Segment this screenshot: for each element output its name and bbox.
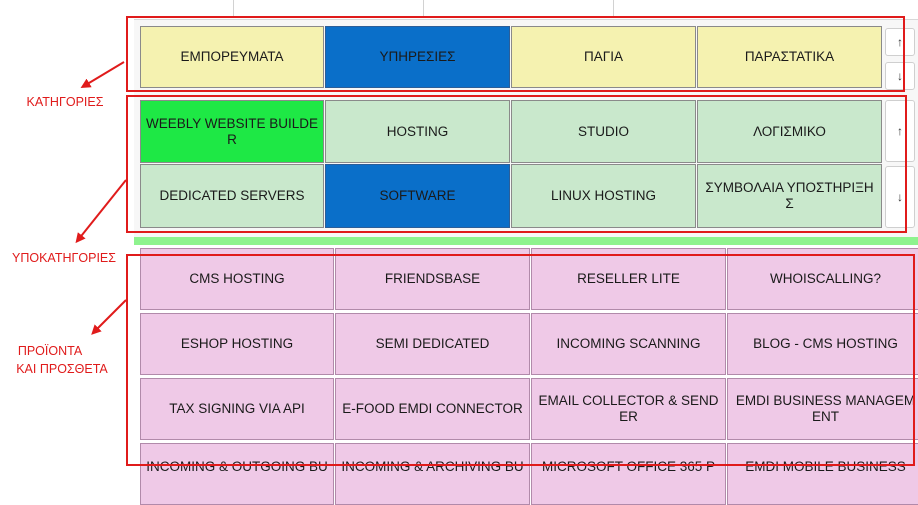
product-tile[interactable]: EMDI BUSINESS MANAGEMENT — [727, 378, 918, 440]
subcategory-tile-highlighted[interactable]: WEEBLY WEBSITE BUILDER — [140, 100, 324, 163]
annotation-arrows — [75, 61, 127, 335]
products-annotation-label-line1: ΠΡΟΪΟΝΤΑ — [17, 344, 83, 358]
product-tile[interactable]: EMAIL COLLECTOR & SENDER — [531, 378, 726, 440]
categories-arrow — [80, 61, 125, 89]
arrow-up-icon: ↑ — [897, 124, 903, 138]
categories-scroll-down-button[interactable]: ↓ — [885, 62, 915, 90]
product-tile[interactable]: E-FOOD EMDI CONNECTOR — [335, 378, 530, 440]
subcategories-annotation-label: ΥΠΟΚΑΤΗΓΟΡΙΕΣ — [12, 251, 116, 265]
arrow-up-icon: ↑ — [897, 35, 903, 49]
subcategory-tile[interactable]: LINUX HOSTING — [511, 164, 696, 228]
product-tile[interactable]: FRIENDSBASE — [335, 248, 530, 310]
products-arrow — [91, 299, 127, 335]
arrow-down-icon: ↓ — [897, 190, 903, 204]
subcategories-scroll-up-button[interactable]: ↑ — [885, 100, 915, 162]
products-annotation-label-line2: ΚΑΙ ΠΡΟΣΘΕΤΑ — [16, 362, 108, 376]
subcategory-tile[interactable]: ΣΥΜΒΟΛΑΙΑ ΥΠΟΣΤΗΡΙΞΗΣ — [697, 164, 882, 228]
top-toolbar-strip — [134, 0, 918, 20]
product-tile[interactable]: WHOISCALLING? — [727, 248, 918, 310]
toolbar-cell — [134, 0, 234, 18]
category-tile[interactable]: ΠΑΡΑΣΤΑΤΙΚΑ — [697, 26, 882, 88]
product-tile[interactable]: ESHOP HOSTING — [140, 313, 334, 375]
toolbar-cell — [424, 0, 614, 18]
product-tile[interactable]: BLOG - CMS HOSTING — [727, 313, 918, 375]
subcategories-arrow — [75, 179, 127, 244]
product-tile[interactable]: INCOMING SCANNING — [531, 313, 726, 375]
product-tile[interactable]: RESELLER LITE — [531, 248, 726, 310]
subcategory-tile[interactable]: DEDICATED SERVERS — [140, 164, 324, 228]
categories-scroll-up-button[interactable]: ↑ — [885, 28, 915, 56]
subcategory-tile[interactable]: ΛΟΓΙΣΜΙΚΟ — [697, 100, 882, 163]
subcategory-tile-selected[interactable]: SOFTWARE — [325, 164, 510, 228]
subcategories-scroll-down-button[interactable]: ↓ — [885, 166, 915, 228]
category-tile[interactable]: ΠΑΓΙΑ — [511, 26, 696, 88]
products-separator-bar — [134, 237, 918, 245]
toolbar-cell — [234, 0, 424, 18]
product-tile[interactable]: CMS HOSTING — [140, 248, 334, 310]
product-tile[interactable]: TAX SIGNING VIA API — [140, 378, 334, 440]
arrow-down-icon: ↓ — [897, 69, 903, 83]
category-tile-selected[interactable]: ΥΠΗΡΕΣΙΕΣ — [325, 26, 510, 88]
subcategory-tile[interactable]: HOSTING — [325, 100, 510, 163]
categories-annotation-label: ΚΑΤΗΓΟΡΙΕΣ — [26, 95, 104, 109]
category-tile[interactable]: ΕΜΠΟΡΕΥΜΑΤΑ — [140, 26, 324, 88]
product-tile[interactable]: SEMI DEDICATED — [335, 313, 530, 375]
subcategory-tile[interactable]: STUDIO — [511, 100, 696, 163]
